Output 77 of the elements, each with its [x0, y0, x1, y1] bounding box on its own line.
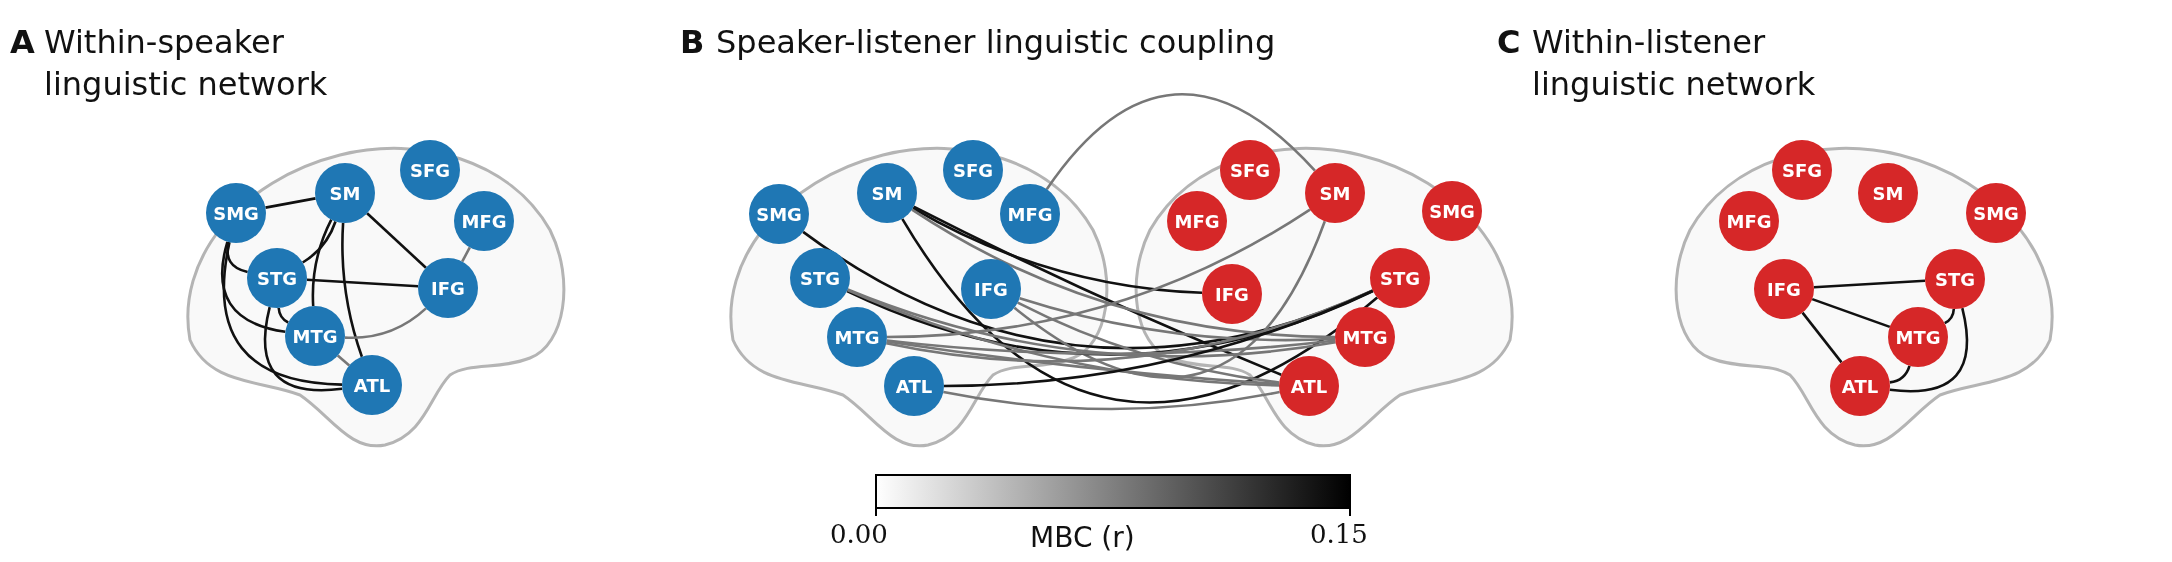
- connection-line: [1801, 311, 1843, 364]
- tick-label: 0.15: [1310, 518, 1368, 551]
- connection-line: [1944, 308, 1956, 325]
- connection-line: [461, 246, 471, 263]
- connection-line: [341, 222, 364, 358]
- connection-line: [222, 242, 343, 386]
- panel-letter: B: [680, 22, 705, 63]
- panel-letter: C: [1497, 22, 1521, 63]
- brain-region-circle: [1772, 140, 1832, 200]
- connection-line: [901, 218, 1378, 404]
- connection-line: [1889, 365, 1911, 384]
- connection-line: [1017, 301, 1280, 384]
- region-label: MFG: [1726, 210, 1772, 232]
- region-label: IFG: [431, 277, 465, 299]
- panel-title: Within-listener linguistic network: [1532, 22, 1817, 105]
- connection-line: [1045, 93, 1316, 190]
- connection-line: [306, 278, 419, 288]
- region-label: MTG: [292, 325, 338, 347]
- panel-letter: A: [10, 22, 35, 63]
- region-label: STG: [1380, 267, 1420, 289]
- connection-line: [265, 197, 316, 209]
- connection-line: [263, 306, 343, 392]
- connection-line: [366, 212, 427, 269]
- region-label: SFG: [1229, 159, 1270, 181]
- region-label: MTG: [1342, 326, 1388, 348]
- brain-region-circle: [206, 183, 266, 243]
- connection-line: [847, 288, 1280, 387]
- connection-line: [886, 340, 1280, 386]
- connection-line: [336, 354, 351, 367]
- connection-line: [302, 221, 337, 264]
- connection-line: [1811, 297, 1891, 329]
- region-label: ATL: [353, 374, 391, 396]
- region-label: SM: [329, 182, 361, 204]
- region-label: IFG: [1215, 283, 1249, 305]
- region-label: MFG: [1007, 203, 1053, 225]
- region-label: SFG: [409, 159, 450, 181]
- region-label: SMG: [1429, 200, 1475, 222]
- connection-line: [277, 307, 289, 324]
- brain-region-circle: [749, 184, 809, 244]
- axis-label: MBC (r): [1030, 520, 1135, 556]
- region-label: STG: [800, 267, 840, 289]
- connection-line: [886, 289, 1374, 363]
- connection-line: [220, 241, 286, 334]
- region-label: SFG: [952, 159, 993, 181]
- region-label: SMG: [213, 202, 259, 224]
- region-label: SMG: [756, 203, 802, 225]
- region-label: STG: [1935, 268, 1975, 290]
- connection-line: [943, 289, 1374, 388]
- connection-line: [344, 307, 427, 340]
- region-label: MTG: [834, 326, 880, 348]
- region-label: ATL: [895, 375, 933, 397]
- tick-label: 0.00: [830, 518, 888, 551]
- region-label: ATL: [1290, 375, 1328, 397]
- region-label: IFG: [1767, 278, 1801, 300]
- connection-line: [886, 339, 1336, 356]
- region-label: MFG: [461, 210, 507, 232]
- connection-line: [311, 219, 333, 307]
- region-label: SM: [1872, 182, 1904, 204]
- brain-region-circle: [1220, 140, 1280, 200]
- region-label: SMG: [1973, 202, 2019, 224]
- region-label: IFG: [974, 278, 1008, 300]
- region-label: MFG: [1174, 210, 1220, 232]
- connection-line: [912, 207, 1203, 295]
- region-label: SFG: [1781, 159, 1822, 181]
- connection-line: [1019, 296, 1336, 342]
- connection-line: [1889, 307, 1969, 393]
- panel-title: Within-speaker linguistic network: [44, 22, 329, 105]
- connection-line: [913, 205, 1282, 376]
- connection-line: [1813, 279, 1926, 289]
- panel-title: Speaker-listener linguistic coupling: [716, 22, 1276, 63]
- region-label: STG: [257, 267, 297, 289]
- region-label: MTG: [1895, 326, 1941, 348]
- region-label: ATL: [1841, 375, 1879, 397]
- region-label: SM: [1319, 182, 1351, 204]
- region-label: SM: [871, 182, 903, 204]
- connection-line: [1013, 220, 1326, 379]
- connection-line: [943, 390, 1280, 411]
